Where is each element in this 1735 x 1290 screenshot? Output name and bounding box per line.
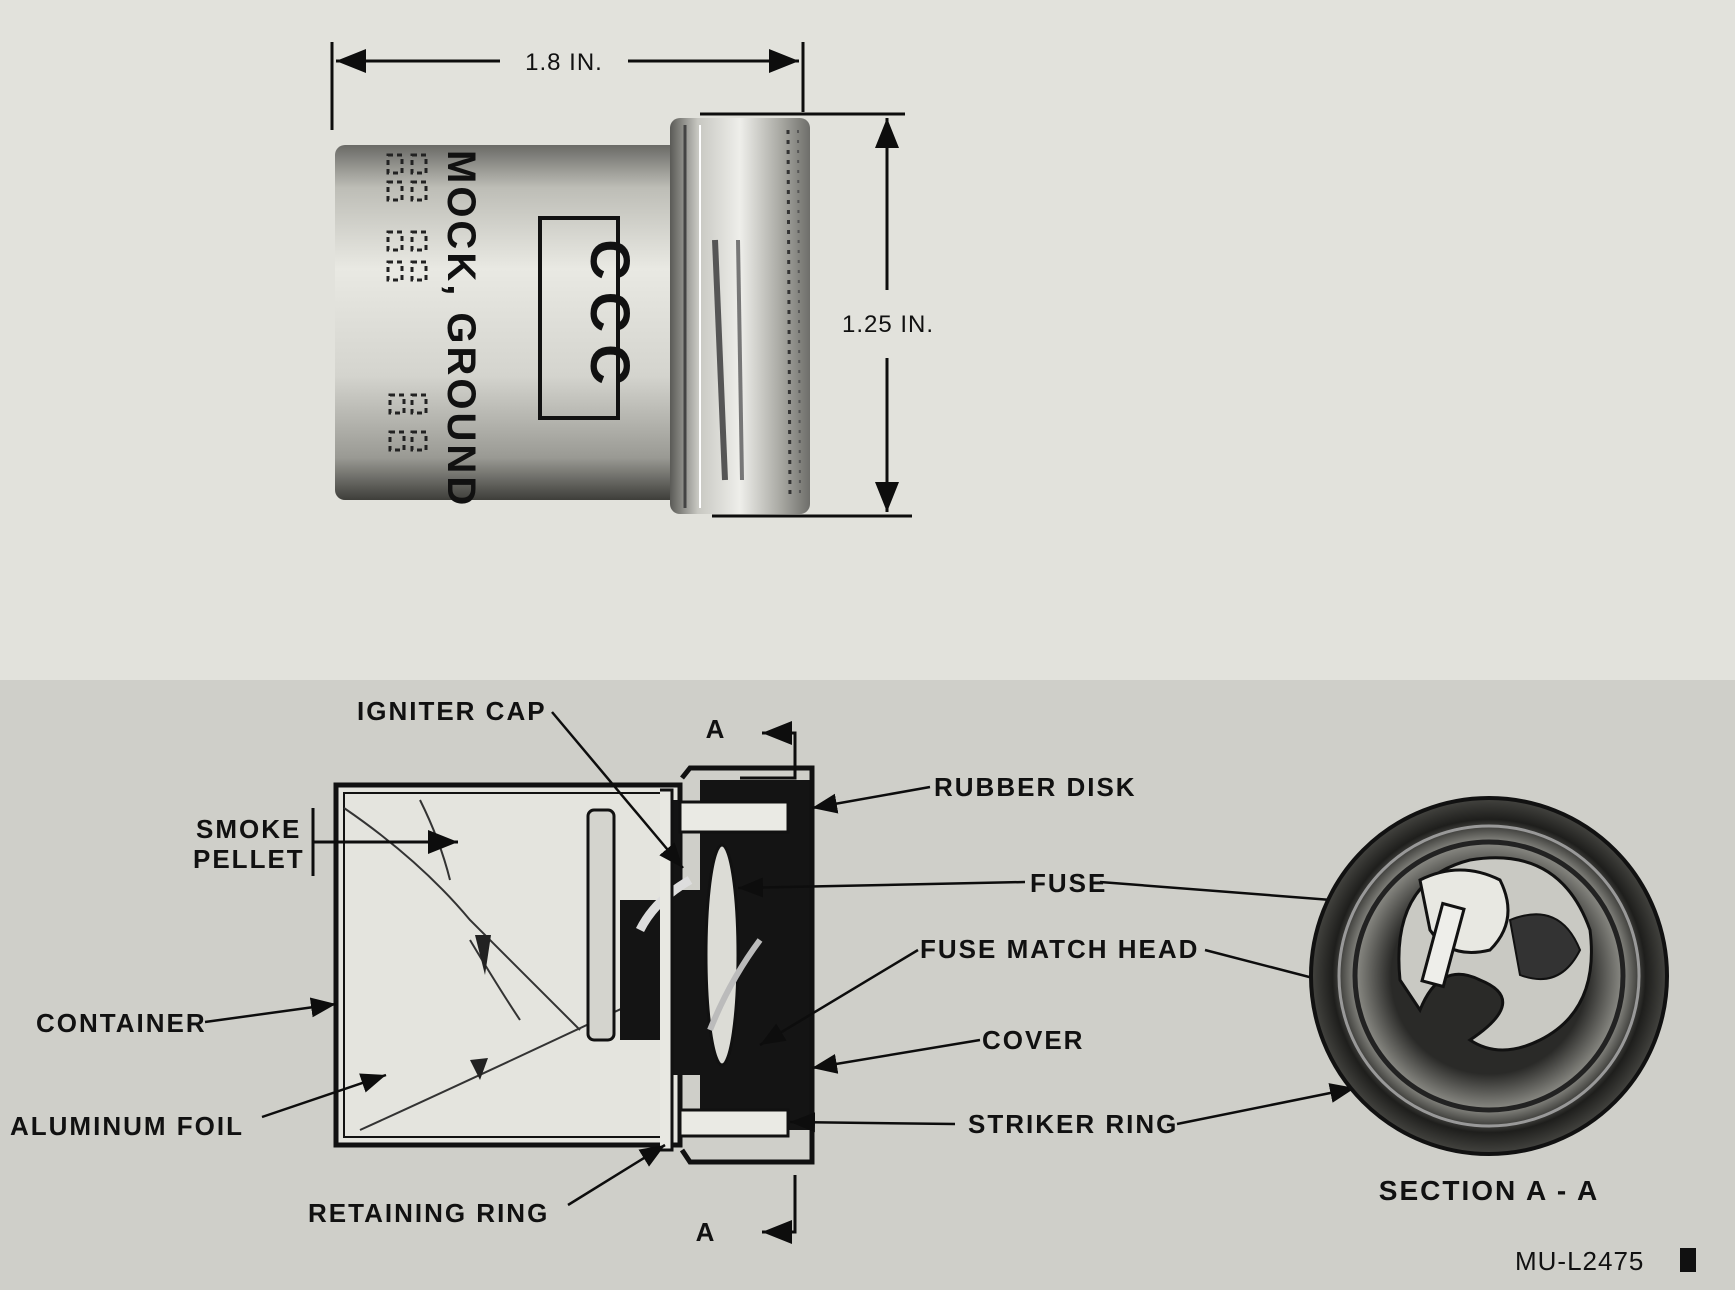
smoke-pellet xyxy=(586,808,616,1042)
width-label: 1.8 IN. xyxy=(525,49,603,76)
can-photo: CCC MOCK, GROUND xyxy=(335,118,810,514)
cover xyxy=(679,765,815,1165)
section-marker-top: A xyxy=(706,714,727,744)
label-fuse: FUSE xyxy=(1030,868,1107,898)
stencil-marks xyxy=(386,153,428,452)
leader-striker-ring-section xyxy=(1176,1083,1356,1126)
section-match-head xyxy=(1420,901,1466,989)
leader-fuse xyxy=(737,877,1026,898)
label-fuse-match-head: FUSE MATCH HEAD xyxy=(920,934,1199,964)
leader-container xyxy=(204,997,337,1024)
leader-igniter-cap xyxy=(551,711,684,869)
section-view: SECTION A - A xyxy=(1309,796,1669,1206)
figure-code-text: MU-L2475 xyxy=(1515,1246,1644,1276)
retaining-ring xyxy=(660,788,674,1152)
cutaway-labels: IGNITER CAP SMOKE PELLET CONTAINER ALUMI… xyxy=(10,696,1199,1228)
stencil-side-text: MOCK, GROUND xyxy=(439,150,483,508)
leader-retaining-ring xyxy=(567,1143,666,1207)
label-container: CONTAINER xyxy=(36,1008,207,1038)
figure-code: MU-L2475 xyxy=(1515,1246,1696,1276)
label-retaining-ring: RETAINING RING xyxy=(308,1198,549,1228)
can-body xyxy=(335,145,685,500)
label-smoke: SMOKE xyxy=(196,814,301,844)
figure-code-mark xyxy=(1680,1248,1696,1272)
cutaway-drawing xyxy=(333,765,815,1165)
width-dimension: 1.8 IN. xyxy=(330,42,805,130)
leader-cover xyxy=(811,1038,981,1074)
height-label: 1.25 IN. xyxy=(842,311,934,338)
section-marker-bottom: A xyxy=(696,1217,717,1247)
label-rubber-disk: RUBBER DISK xyxy=(934,772,1137,802)
label-igniter-cap: IGNITER CAP xyxy=(357,696,547,726)
section-title: SECTION A - A xyxy=(1379,1175,1599,1206)
label-cover: COVER xyxy=(982,1025,1084,1055)
label-pellet: PELLET xyxy=(193,844,305,874)
striker-ring xyxy=(678,1108,790,1138)
stencil-box-text: CCC xyxy=(579,239,642,396)
leader-lines xyxy=(204,711,1449,1207)
leader-striker-ring xyxy=(789,1112,956,1133)
leader-fuse-match-head xyxy=(759,948,919,1047)
stencil-box xyxy=(538,216,620,420)
label-striker-ring: STRIKER RING xyxy=(968,1109,1178,1139)
section-markers: A A xyxy=(696,714,797,1247)
height-dimension: 1.25 IN. xyxy=(700,112,934,518)
cap-perforations xyxy=(786,129,792,501)
smoke-pellet-bracket xyxy=(311,808,458,876)
fuse xyxy=(704,843,740,1067)
label-aluminum-foil: ALUMINUM FOIL xyxy=(10,1111,244,1141)
rubber-disk xyxy=(678,800,790,834)
leader-rubber-disk xyxy=(811,785,931,814)
leader-aluminum-foil xyxy=(261,1073,387,1119)
